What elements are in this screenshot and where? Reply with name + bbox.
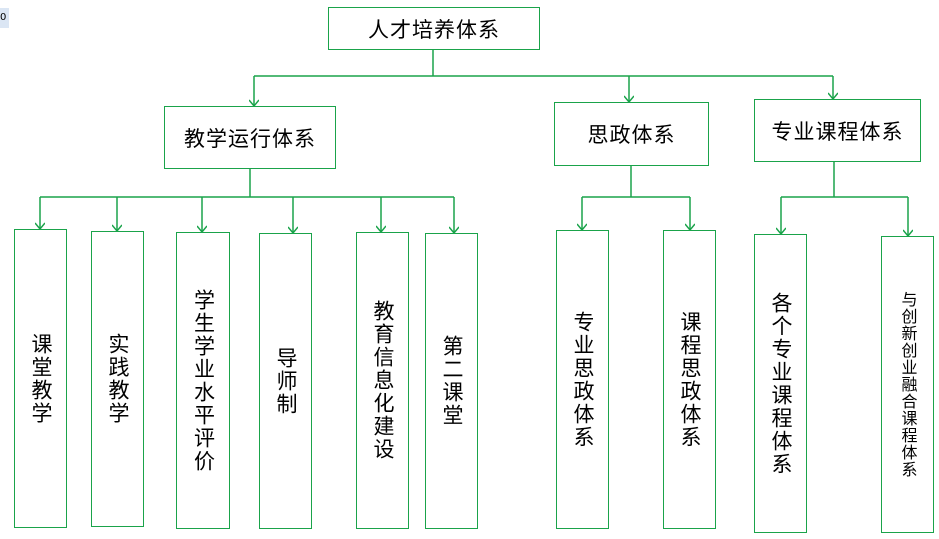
- branch-teaching-label: 教学运行体系: [184, 126, 316, 151]
- root-node: 人才培养体系: [328, 7, 540, 50]
- leaf-label: 专业思政体系: [571, 310, 595, 449]
- leaf-label: 各个专业课程体系: [769, 291, 793, 476]
- leaf-node: 实践教学: [91, 231, 144, 527]
- leaf-node: 与创新创业融合课程体系: [881, 236, 934, 533]
- leaf-node: 第二课堂: [425, 233, 478, 529]
- leaf-node: 导师制: [259, 233, 312, 529]
- corner-label: 0: [0, 8, 9, 28]
- leaf-node: 专业思政体系: [556, 230, 609, 529]
- leaf-label: 教育信息化建设: [371, 300, 395, 461]
- leaf-label: 实践教学: [106, 333, 130, 425]
- root-label: 人才培养体系: [368, 17, 500, 42]
- leaf-label: 与创新创业融合课程体系: [898, 291, 918, 478]
- leaf-label: 导师制: [274, 346, 298, 416]
- leaf-node: 学生学业水平评价: [176, 232, 230, 529]
- leaf-label: 课堂教学: [29, 332, 53, 425]
- branch-teaching-node: 教学运行体系: [164, 106, 336, 169]
- branch-ideology-node: 思政体系: [554, 102, 709, 166]
- leaf-node: 各个专业课程体系: [754, 234, 807, 533]
- leaf-label: 学生学业水平评价: [191, 288, 216, 473]
- leaf-label: 课程思政体系: [678, 310, 702, 449]
- leaf-node: 课程思政体系: [663, 230, 716, 529]
- branch-curriculum-label: 专业课程体系: [771, 119, 904, 144]
- leaf-node: 教育信息化建设: [356, 232, 409, 529]
- leaf-node: 课堂教学: [14, 229, 67, 528]
- branch-ideology-label: 思政体系: [587, 123, 676, 147]
- branch-curriculum-node: 专业课程体系: [754, 99, 921, 162]
- leaf-label: 第二课堂: [440, 335, 464, 427]
